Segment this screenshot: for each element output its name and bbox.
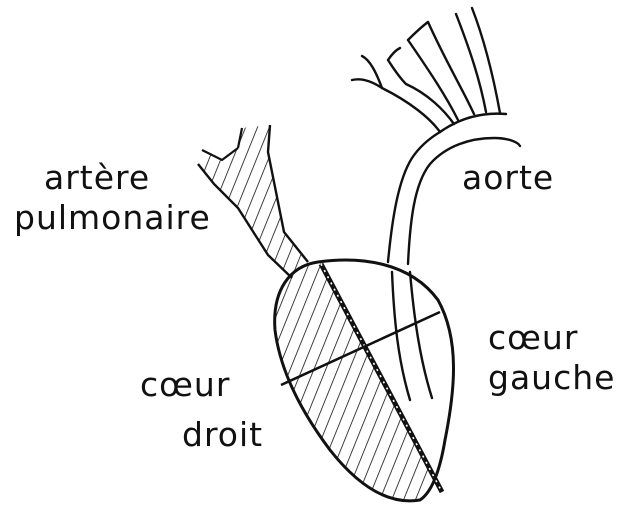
pulmonary-artery — [198, 125, 308, 278]
left-heart-label-line1: cœur — [488, 318, 615, 358]
right-heart-label-line2: droit — [140, 410, 263, 460]
left-heart-label: cœur gauche — [488, 318, 615, 398]
aorta-label-text: aorte — [462, 160, 554, 196]
pulmonary-artery-label: artère pulmonaire — [14, 158, 211, 238]
right-heart-label: cœur droit — [140, 360, 263, 460]
aorta-label: aorte — [462, 160, 554, 196]
heart-body — [260, 250, 460, 505]
left-heart-label-line2: gauche — [488, 358, 615, 398]
pulmonary-label-line1: artère — [14, 158, 211, 198]
right-heart-label-line1: cœur — [140, 360, 263, 410]
pulmonary-label-line2: pulmonaire — [14, 198, 211, 238]
